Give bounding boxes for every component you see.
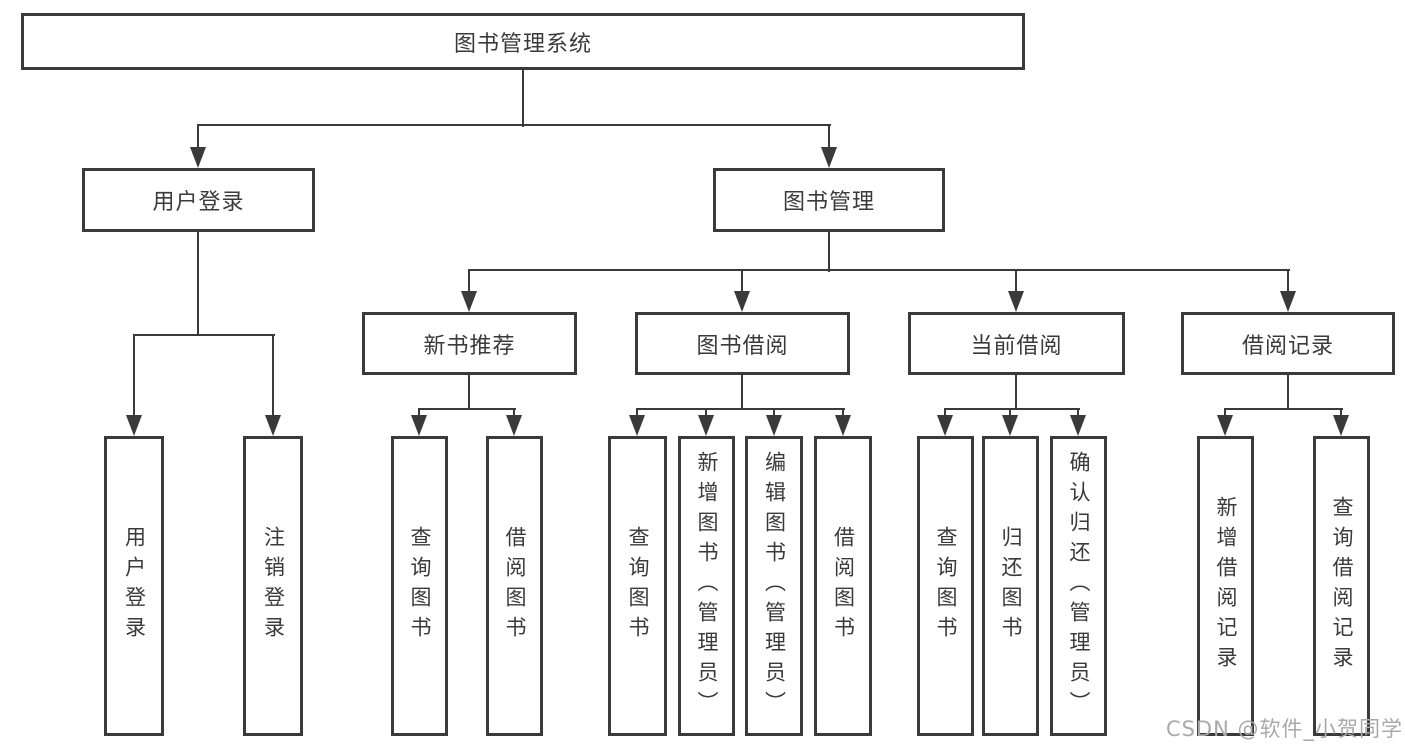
connector-line-vertical: [467, 270, 471, 293]
connector-line-vertical: [943, 409, 947, 419]
connector-line-vertical: [1339, 409, 1343, 419]
leaf-borrow-edit-book-admin: 编辑图书（管理员）: [745, 436, 803, 736]
arrowhead-down-icon: [1070, 415, 1086, 436]
leaf-label: 借阅图书: [503, 526, 527, 646]
connector-line-vertical: [772, 409, 776, 419]
leaf-label: 借阅图书: [831, 526, 856, 646]
leaf-user-login: 用户登录: [104, 436, 164, 736]
connector-line-horizontal: [468, 268, 1290, 272]
connector-line-horizontal: [418, 407, 516, 411]
connector-line-vertical: [635, 409, 639, 419]
connector-line-vertical: [740, 375, 744, 410]
connector-line-vertical: [1014, 270, 1018, 293]
arrowhead-down-icon: [1008, 291, 1024, 312]
leaf-label: 新增借阅记录: [1214, 496, 1238, 676]
connector-line-vertical: [512, 409, 516, 419]
connector-line-vertical: [196, 125, 200, 149]
leaf-records-query-record: 查询借阅记录: [1313, 436, 1370, 736]
leaf-label: 新增图书（管理员）: [695, 451, 719, 721]
connector-line-vertical: [196, 232, 200, 336]
leaf-label: 查询借阅记录: [1330, 496, 1354, 676]
connector-line-horizontal: [636, 407, 845, 411]
leaf-label: 编辑图书（管理员）: [762, 451, 787, 721]
connector-line-vertical: [1076, 409, 1080, 419]
leaf-current-return-book: 归还图书: [982, 436, 1039, 736]
leaf-label: 确认归还（管理员）: [1067, 451, 1091, 721]
connector-line-horizontal: [944, 407, 1080, 411]
connector-line-horizontal: [1224, 407, 1343, 411]
connector-line-vertical: [1223, 409, 1227, 419]
connector-line-horizontal: [197, 123, 831, 127]
connector-line-vertical: [271, 335, 275, 417]
arrowhead-down-icon: [1333, 415, 1349, 436]
leaf-records-add-record: 新增借阅记录: [1197, 436, 1254, 736]
connector-line-vertical: [1008, 409, 1012, 419]
node-user-login: 用户登录: [82, 168, 315, 232]
arrowhead-down-icon: [1217, 415, 1233, 436]
connector-line-vertical: [740, 270, 744, 293]
node-book-management: 图书管理: [713, 168, 945, 232]
connector-line-vertical: [827, 125, 831, 149]
connector-line-vertical: [704, 409, 708, 419]
leaf-label: 查询图书: [626, 526, 650, 646]
connector-line-vertical: [841, 409, 845, 419]
arrowhead-down-icon: [411, 415, 427, 436]
connector-line-vertical: [827, 232, 831, 272]
leaf-logout: 注销登录: [243, 436, 303, 736]
arrowhead-down-icon: [1002, 415, 1018, 436]
csdn-watermark: CSDN @软件_小贺同学: [1165, 717, 1403, 741]
arrowhead-down-icon: [506, 415, 522, 436]
arrowhead-down-icon: [821, 147, 837, 168]
leaf-borrow-query-book: 查询图书: [608, 436, 667, 736]
arrowhead-down-icon: [734, 291, 750, 312]
connector-line-vertical: [467, 375, 471, 410]
arrowhead-down-icon: [766, 415, 782, 436]
leaf-label: 查询图书: [408, 526, 432, 646]
node-new-book-recommend: 新书推荐: [362, 312, 577, 375]
arrowhead-down-icon: [265, 415, 281, 436]
connector-line-vertical: [1014, 375, 1018, 410]
leaf-label: 用户登录: [122, 526, 147, 646]
leaf-label: 注销登录: [261, 526, 286, 646]
node-borrow-records: 借阅记录: [1181, 312, 1395, 375]
arrowhead-down-icon: [1280, 291, 1296, 312]
leaf-label: 查询图书: [934, 526, 958, 646]
connector-line-vertical: [132, 335, 136, 417]
arrowhead-down-icon: [698, 415, 714, 436]
node-book-borrow: 图书借阅: [635, 312, 850, 375]
leaf-current-confirm-return-admin: 确认归还（管理员）: [1050, 436, 1107, 736]
leaf-borrow-borrow-book: 借阅图书: [814, 436, 872, 736]
connector-line-vertical: [521, 69, 525, 127]
leaf-label: 归还图书: [999, 526, 1023, 646]
node-current-borrow: 当前借阅: [908, 312, 1125, 375]
connector-line-vertical: [1286, 375, 1290, 410]
arrowhead-down-icon: [461, 291, 477, 312]
connector-line-vertical: [417, 409, 421, 419]
leaf-borrow-add-book-admin: 新增图书（管理员）: [678, 436, 735, 736]
leaf-recommend-query-book: 查询图书: [391, 436, 448, 736]
arrowhead-down-icon: [190, 147, 206, 168]
node-root: 图书管理系统: [21, 13, 1025, 70]
arrowhead-down-icon: [835, 415, 851, 436]
leaf-recommend-borrow-book: 借阅图书: [486, 436, 543, 736]
connector-line-vertical: [1286, 270, 1290, 293]
arrowhead-down-icon: [629, 415, 645, 436]
leaf-current-query-book: 查询图书: [917, 436, 974, 736]
arrowhead-down-icon: [937, 415, 953, 436]
arrowhead-down-icon: [126, 415, 142, 436]
connector-line-horizontal: [133, 333, 275, 337]
